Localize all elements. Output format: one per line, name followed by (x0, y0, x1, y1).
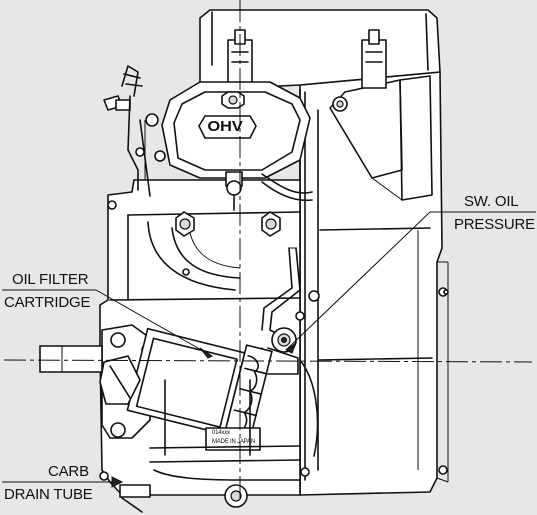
leader-lines (2, 211, 536, 488)
label-carb-1: CARB (48, 463, 89, 480)
ohv-mark: OHV (207, 118, 243, 135)
oil-tube (182, 247, 320, 336)
blower-housing (299, 71, 449, 496)
crankshaft (39, 345, 103, 373)
valve-cover (103, 65, 348, 211)
label-sw-oil-pressure-2: PRESSURE (454, 216, 535, 233)
label-oil-filter-1: OIL FILTER (12, 271, 89, 288)
label-oil-filter-2: CARTRIDGE (4, 294, 91, 311)
horizontal-centerline (3, 359, 533, 363)
label-carb-2: DRAIN TUBE (4, 486, 93, 503)
lower-block (99, 200, 310, 513)
plate-line-2: MADE IN JAPAN (212, 439, 255, 445)
label-sw-oil-pressure-1: SW. OIL (464, 193, 519, 210)
top-housing (199, 9, 441, 93)
plate-line-1: 014xxx (212, 430, 230, 436)
